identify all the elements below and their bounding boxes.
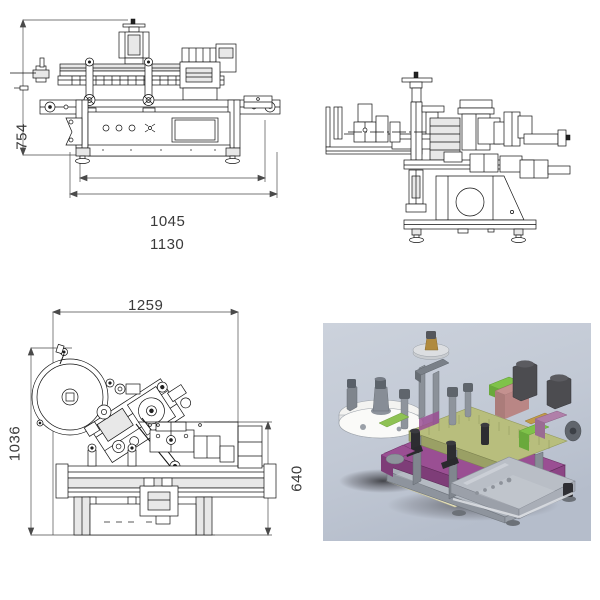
leveling-feet: [75, 147, 241, 164]
conveyor-belt: [39, 99, 281, 115]
view-side-elevation: [318, 60, 598, 275]
view-front-elevation: [0, 0, 310, 215]
render-motors: [512, 360, 582, 442]
front-elevation-svg: [10, 18, 281, 198]
applicator-mast: [118, 18, 150, 65]
control-cabinet: [87, 111, 231, 157]
view-plan: [0, 290, 315, 550]
mid-deck: [403, 151, 571, 179]
view-isometric-render: [323, 323, 591, 541]
control-box-right: [237, 425, 263, 469]
render-left-cylinders: [378, 383, 473, 430]
feed-post-left: [10, 57, 50, 91]
dimension-label-1045: 1045: [150, 213, 186, 230]
right-end-fittings: [243, 95, 273, 109]
dimension-1130: [69, 152, 278, 198]
base-rail: [403, 219, 537, 243]
left-bracket: [65, 117, 83, 146]
side-elevation-svg: [325, 71, 571, 243]
plan-view-svg: [27, 308, 277, 536]
dimension-1045: [79, 120, 266, 182]
emergency-stop-icon: [144, 123, 156, 133]
base-frame: [73, 477, 213, 536]
render-left-endcap: [380, 444, 416, 477]
dimension-label-1259: 1259: [128, 297, 164, 314]
pinch-roller-assembly: [83, 57, 156, 116]
dimension-label-1130: 1130: [150, 236, 185, 253]
lower-column: [405, 169, 427, 213]
render-clamp-knobs: [405, 422, 490, 469]
upper-machinery: [353, 99, 571, 161]
rear-panel-outline: [138, 421, 239, 468]
dimension-label-640: 640: [288, 465, 306, 492]
dimension-label-1036: 1036: [6, 425, 24, 462]
render-rail-highlight-2: [518, 491, 574, 519]
drive-motor-box: [149, 421, 235, 463]
label-reel: [31, 343, 109, 436]
render-control-housing: [450, 456, 576, 520]
top-mast: [401, 71, 433, 161]
base-housing: [435, 175, 525, 221]
render-applicator-tower: [412, 331, 450, 431]
isometric-render-svg: [323, 323, 591, 541]
render-rail-highlight: [452, 497, 520, 519]
dimension-label-754: 754: [13, 123, 31, 150]
